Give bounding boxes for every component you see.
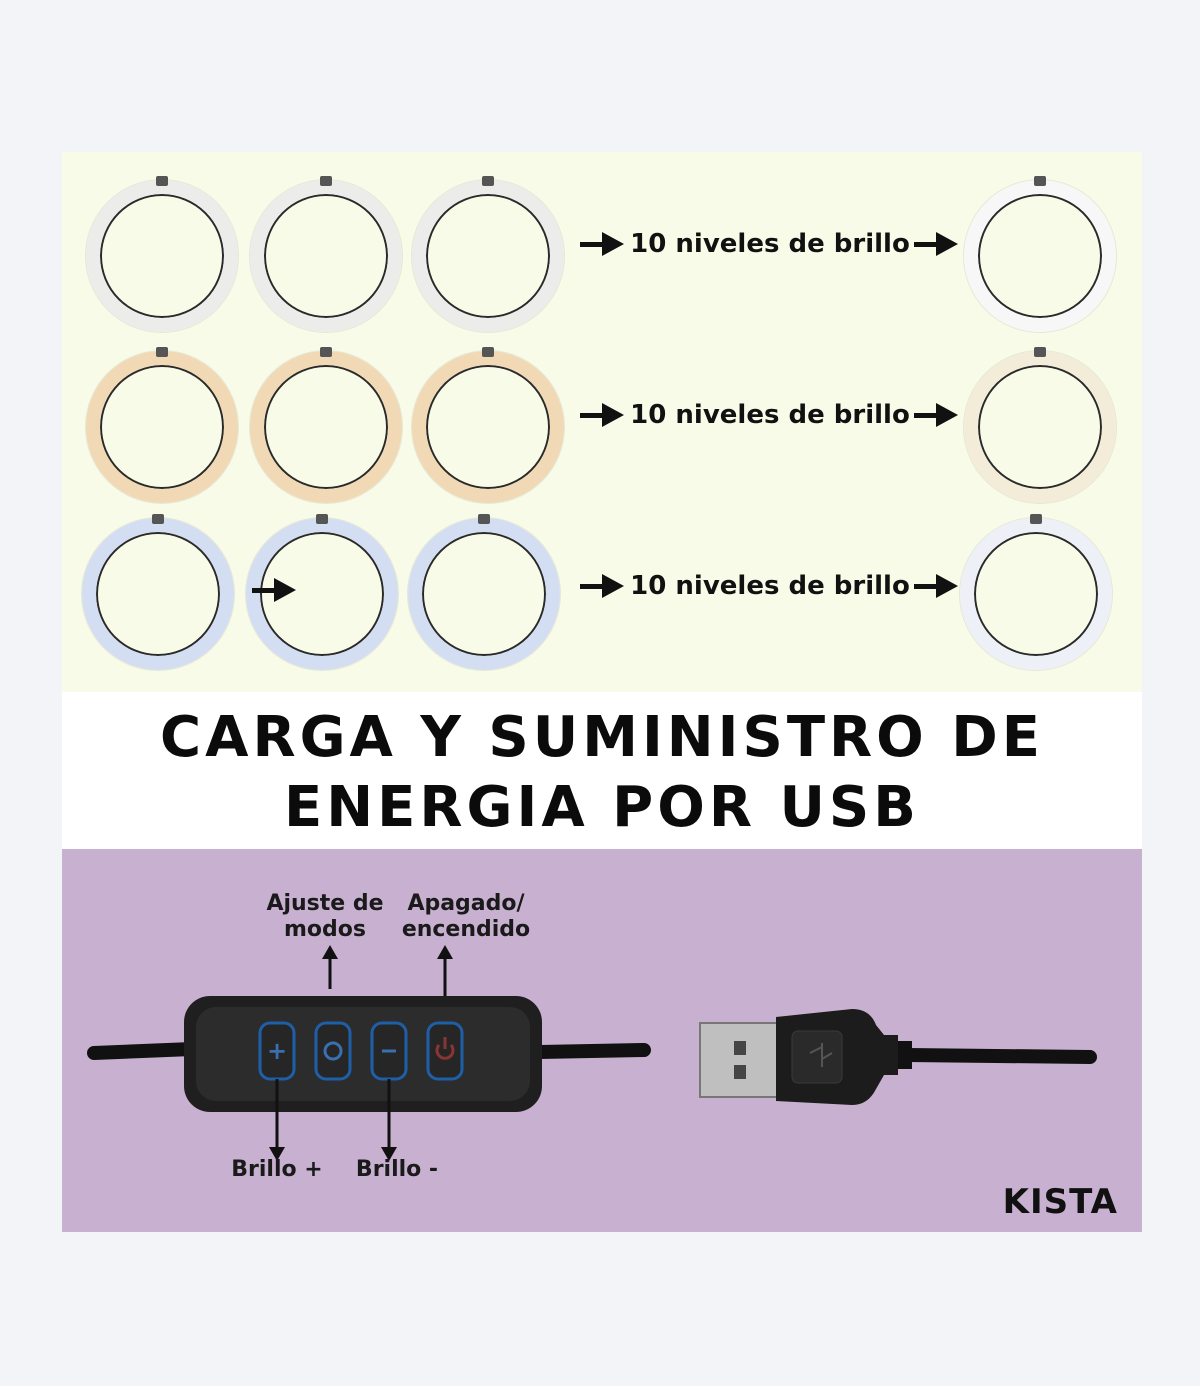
product-card: 10 niveles de brillo 10 niveles de brill…	[62, 152, 1142, 1232]
arrow-right-icon	[913, 232, 960, 256]
ring-light-icon	[86, 176, 238, 332]
bright-down-text: Brillo -	[355, 1157, 439, 1182]
ring-light-icon	[250, 176, 402, 332]
ring-light-max-icon	[964, 347, 1116, 503]
bright-up-text: Brillo +	[231, 1157, 323, 1182]
power-button	[426, 1021, 464, 1081]
brightness-levels-label: 10 niveles de brillo	[630, 571, 910, 601]
ring-light-icon	[250, 347, 402, 503]
arrow-right-icon	[913, 574, 960, 598]
ring-row-white: 10 niveles de brillo	[62, 166, 1142, 336]
arrow-right-icon	[252, 578, 298, 602]
bright-down-label: Brillo -	[342, 1157, 452, 1183]
arrow-right-icon	[913, 403, 960, 427]
arrow-down-icon	[269, 1079, 285, 1161]
arrow-right-icon	[580, 403, 626, 427]
brightness-levels-label: 10 niveles de brillo	[630, 229, 910, 259]
ring-light-max-icon	[960, 514, 1112, 670]
headline-line-2: ENERGIA POR USB	[284, 775, 920, 840]
bright-up-button: +	[258, 1021, 296, 1081]
arrow-right-icon	[580, 232, 626, 256]
brightness-modes-panel: 10 niveles de brillo 10 niveles de brill…	[62, 152, 1142, 692]
ring-light-icon	[412, 347, 564, 503]
brightness-levels-label: 10 niveles de brillo	[630, 400, 910, 430]
ring-light-icon	[412, 176, 564, 332]
cable-left	[87, 1042, 199, 1060]
row-caption: 10 niveles de brillo	[580, 566, 960, 606]
ring-light-icon	[86, 347, 238, 503]
cable-right	[533, 1043, 651, 1059]
headline: CARGA Y SUMINISTRO DE ENERGIA POR USB	[62, 700, 1142, 846]
headline-line-1: CARGA Y SUMINISTRO DE	[160, 705, 1044, 770]
ring-light-max-icon	[964, 176, 1116, 332]
usb-plug-icon	[699, 1009, 1097, 1105]
arrow-right-icon	[580, 574, 626, 598]
power-text: Apagado/ encendido	[401, 891, 531, 942]
ring-row-warm: 10 niveles de brillo	[62, 337, 1142, 507]
row-caption: 10 niveles de brillo	[580, 395, 960, 435]
arrow-down-icon	[381, 1079, 397, 1161]
usb-controller-panel: Ajuste de modos Apagado/ encendido	[62, 849, 1142, 1232]
power-label: Apagado/ encendido	[396, 891, 536, 943]
mode-button	[314, 1021, 352, 1081]
ring-row-cool: 10 niveles de brillo	[62, 508, 1142, 678]
mode-adjust-label: Ajuste de modos	[258, 891, 392, 943]
brand-logo: KISTA	[1002, 1182, 1118, 1222]
mode-adjust-text: Ajuste de modos	[266, 891, 384, 942]
usb-controller-illustration: +	[87, 945, 1097, 1161]
ring-light-icon	[82, 514, 234, 670]
bright-up-label: Brillo +	[222, 1157, 332, 1183]
row-caption: 10 niveles de brillo	[580, 224, 960, 264]
arrow-up-icon	[322, 945, 338, 989]
bright-down-button	[370, 1021, 408, 1081]
ring-light-icon	[408, 514, 560, 670]
svg-text:+: +	[267, 1037, 287, 1065]
